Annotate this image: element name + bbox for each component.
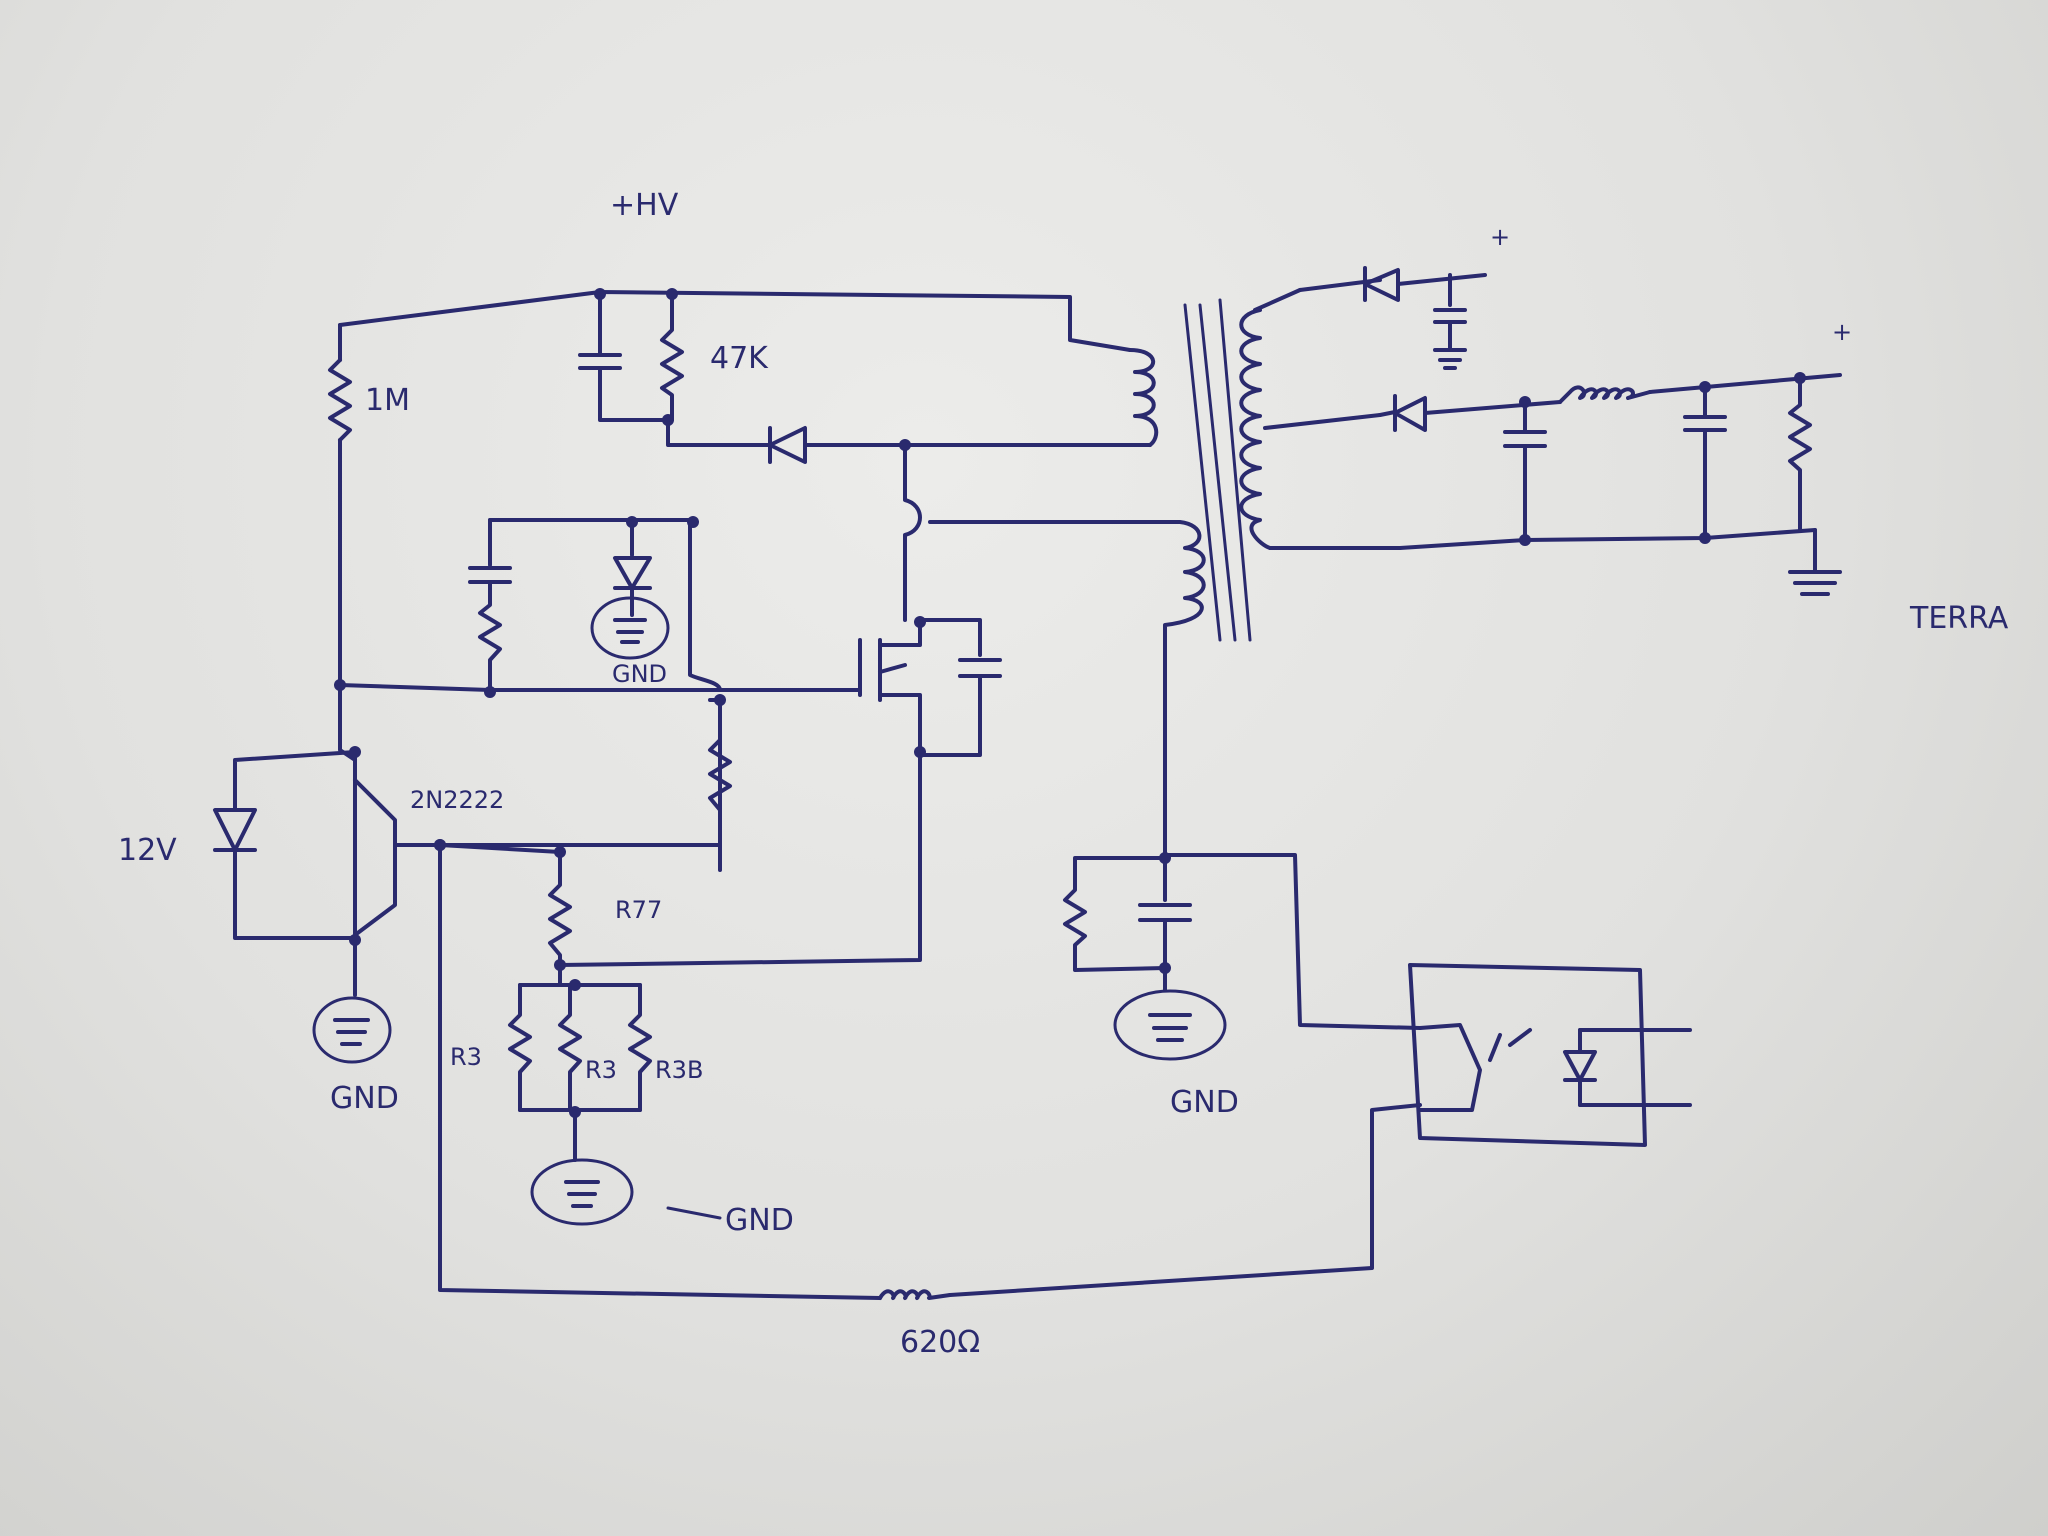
gate-line — [334, 679, 862, 872]
feedback-620: 620Ω — [434, 839, 1422, 1360]
terra-label: TERRA — [1909, 601, 2009, 636]
optocoupler — [1408, 963, 1692, 1147]
transistor-label: 2N2222 — [410, 786, 504, 814]
r77-label: R77 — [615, 896, 662, 924]
hv-rail — [338, 290, 1132, 362]
output-plus-label: + — [1832, 318, 1852, 346]
gnd-output-label: GND — [1170, 1085, 1239, 1120]
r3a-label: R3 — [585, 1056, 617, 1084]
output-filter: + TERRA — [1398, 318, 2009, 636]
transformer-core — [1183, 298, 1252, 642]
resistor-1m — [328, 358, 352, 687]
r620-label: 620Ω — [900, 1325, 980, 1360]
transformer-primary — [903, 348, 1206, 842]
gate-network: GND — [468, 516, 722, 692]
aux-plus-label: + — [1490, 223, 1510, 251]
gnd-transistor-label: GND — [330, 1081, 399, 1116]
resistor-bank-r3: R3 R3 R3B GND — [450, 979, 794, 1238]
r3b-label: R3B — [655, 1056, 703, 1084]
diode-primary — [666, 418, 1152, 464]
resistor-base — [438, 698, 732, 847]
gnd-transistor: GND — [312, 938, 399, 1116]
snubber-cap-47k — [578, 288, 684, 426]
gnd-sense-label: GND — [725, 1203, 794, 1238]
secondary-main-diode — [1378, 394, 1562, 432]
r47k-label: 47K — [710, 341, 769, 376]
transformer-secondary — [1239, 278, 1402, 550]
secondary-aux-rectifier: + — [1363, 223, 1510, 370]
mosfet — [558, 616, 1002, 967]
gnd-gate-label: GND — [612, 660, 667, 688]
zener-label: 12V — [118, 833, 177, 868]
feedback-rc: GND — [1063, 838, 1422, 1120]
hv-label: +HV — [610, 188, 679, 223]
r1m-label: 1M — [365, 383, 410, 418]
transistor-2n2222: 2N2222 — [338, 683, 504, 947]
zener-diode: 12V — [118, 750, 357, 940]
r3-label: R3 — [450, 1043, 482, 1071]
